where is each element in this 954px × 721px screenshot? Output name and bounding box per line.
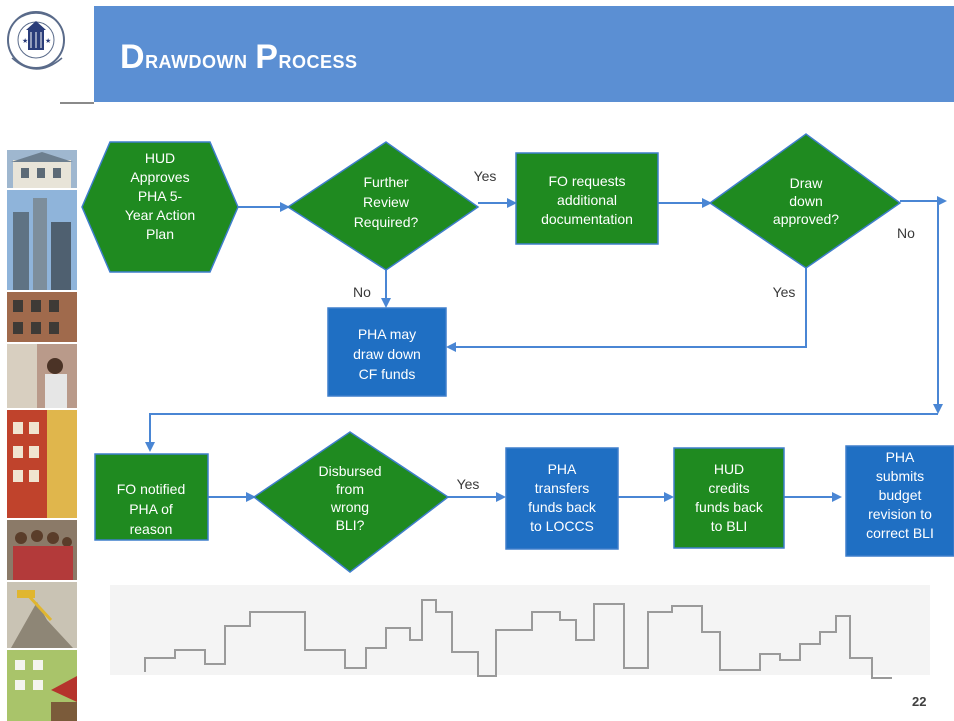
- node-label-line: Plan: [146, 226, 174, 242]
- node-label-line: reason: [130, 521, 173, 537]
- node-label-line: Review: [363, 194, 410, 210]
- node-label-line: PHA 5-: [138, 188, 183, 204]
- node-label-line: revision to: [868, 506, 932, 522]
- node-label-line: additional: [557, 192, 617, 208]
- node-label-line: Draw: [790, 175, 824, 191]
- node-label-line: approved?: [773, 211, 839, 227]
- node-label-line: draw down: [353, 346, 421, 362]
- label-approved-no: No: [897, 225, 915, 241]
- node-fo-requests: FO requests additional documentation: [515, 152, 659, 245]
- node-label-line: to BLI: [711, 518, 748, 534]
- skyline-outline: [144, 599, 892, 679]
- node-label-line: documentation: [541, 211, 633, 227]
- node-label: Draw down approved?: [773, 175, 839, 227]
- svg-text:★: ★: [45, 37, 51, 45]
- node-draw-down-approved-decision: Draw down approved?: [708, 133, 902, 269]
- node-pha-may-draw-down: PHA may draw down CF funds: [327, 307, 447, 397]
- connectors: [145, 196, 947, 502]
- node-label-line: submits: [876, 468, 924, 484]
- skyline-decoration: [110, 585, 930, 679]
- node-label-line: down: [789, 193, 822, 209]
- node-label-line: CF funds: [359, 366, 416, 382]
- node-label-line: transfers: [535, 480, 589, 496]
- node-label-line: Year Action: [125, 207, 195, 223]
- photo-family: [7, 520, 77, 580]
- arrow-approved-yes-to-pha-may: [446, 268, 807, 352]
- node-label-line: Further: [363, 174, 408, 190]
- node-label-line: from: [336, 481, 364, 497]
- node-label-line: PHA: [548, 461, 577, 477]
- node-label-line: correct BLI: [866, 525, 934, 541]
- hud-seal-logo: ★ ★: [7, 11, 65, 70]
- header-bar: [94, 6, 954, 102]
- page-number: 22: [912, 694, 927, 709]
- node-label-line: budget: [879, 487, 922, 503]
- arrow-return-to-fo-notified: [145, 413, 938, 452]
- label-disbursed-yes: Yes: [457, 476, 480, 492]
- node-label-line: PHA of: [129, 501, 173, 517]
- node-label: PHA transfers funds back to LOCCS: [528, 461, 597, 534]
- node-label-line: Disbursed: [318, 463, 381, 479]
- node-pha-transfers: PHA transfers funds back to LOCCS: [505, 447, 619, 550]
- node-label-line: to LOCCS: [530, 518, 594, 534]
- node-label-line: credits: [708, 480, 749, 496]
- node-label: PHA may draw down CF funds: [353, 326, 421, 382]
- node-label-line: Approves: [130, 169, 189, 185]
- node-label-line: FO requests: [548, 173, 625, 189]
- photo-red-apartments: [7, 410, 77, 518]
- node-label-line: Required?: [354, 214, 419, 230]
- photo-green-building: [7, 650, 77, 721]
- label-review-no: No: [353, 284, 371, 300]
- node-label-line: PHA: [886, 449, 915, 465]
- node-label-line: HUD: [714, 461, 744, 477]
- node-label-line: funds back: [695, 499, 764, 515]
- photo-strip: [7, 150, 77, 721]
- node-label-line: funds back: [528, 499, 597, 515]
- node-label-line: wrong: [330, 499, 369, 515]
- node-label-line: FO notified: [117, 481, 185, 497]
- photo-demolition: [7, 582, 77, 648]
- node-label: FO requests additional documentation: [541, 173, 633, 227]
- label-review-yes: Yes: [474, 168, 497, 184]
- node-label: PHA submits budget revision to correct BLI: [866, 449, 934, 541]
- node-label-line: HUD: [145, 150, 175, 166]
- photo-woman-porch: [7, 344, 77, 408]
- node-hud-credits: HUD credits funds back to BLI: [673, 447, 785, 549]
- node-label-line: PHA may: [358, 326, 416, 342]
- svg-text:★: ★: [22, 37, 28, 45]
- node-pha-submits: PHA submits budget revision to correct BLI: [845, 445, 954, 557]
- photo-house: [7, 150, 77, 188]
- photo-skyscrapers: [7, 190, 77, 290]
- page-title: Drawdown Process: [120, 38, 358, 76]
- photo-brick-building: [7, 292, 77, 342]
- label-approved-yes: Yes: [773, 284, 796, 300]
- node-label-line: BLI?: [336, 517, 365, 533]
- title-rule: [60, 102, 94, 104]
- node-label: HUD credits funds back to BLI: [695, 461, 764, 534]
